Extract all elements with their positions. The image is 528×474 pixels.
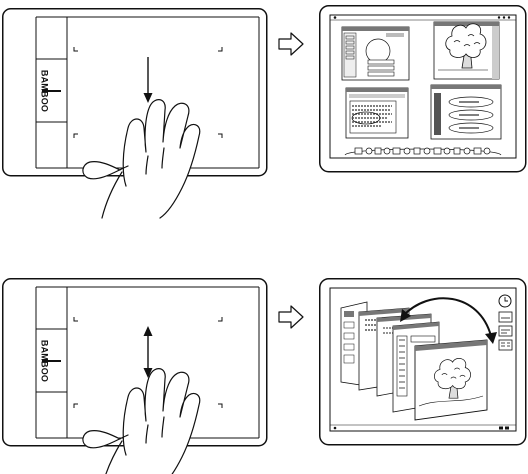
- window-thumbnail-4: [431, 85, 501, 139]
- monitor-top: [320, 6, 526, 172]
- dock: [345, 148, 501, 155]
- window-thumbnail-2: [434, 22, 499, 79]
- panel-swipe-up-down: BAMBOO: [3, 279, 526, 474]
- window-thumbnail-3: [346, 88, 408, 138]
- panel-swipe-down: BAMBOO: [3, 6, 526, 218]
- monitor-bottom: [320, 279, 526, 445]
- next-arrow-icon-bottom: [279, 306, 303, 328]
- stack-window-front: [415, 340, 487, 420]
- window-thumbnail-1: [342, 27, 409, 80]
- brand-label-top: BAMBOO: [40, 70, 50, 112]
- next-arrow-icon-top: [279, 33, 303, 55]
- brand-label-bottom: BAMBOO: [40, 340, 50, 382]
